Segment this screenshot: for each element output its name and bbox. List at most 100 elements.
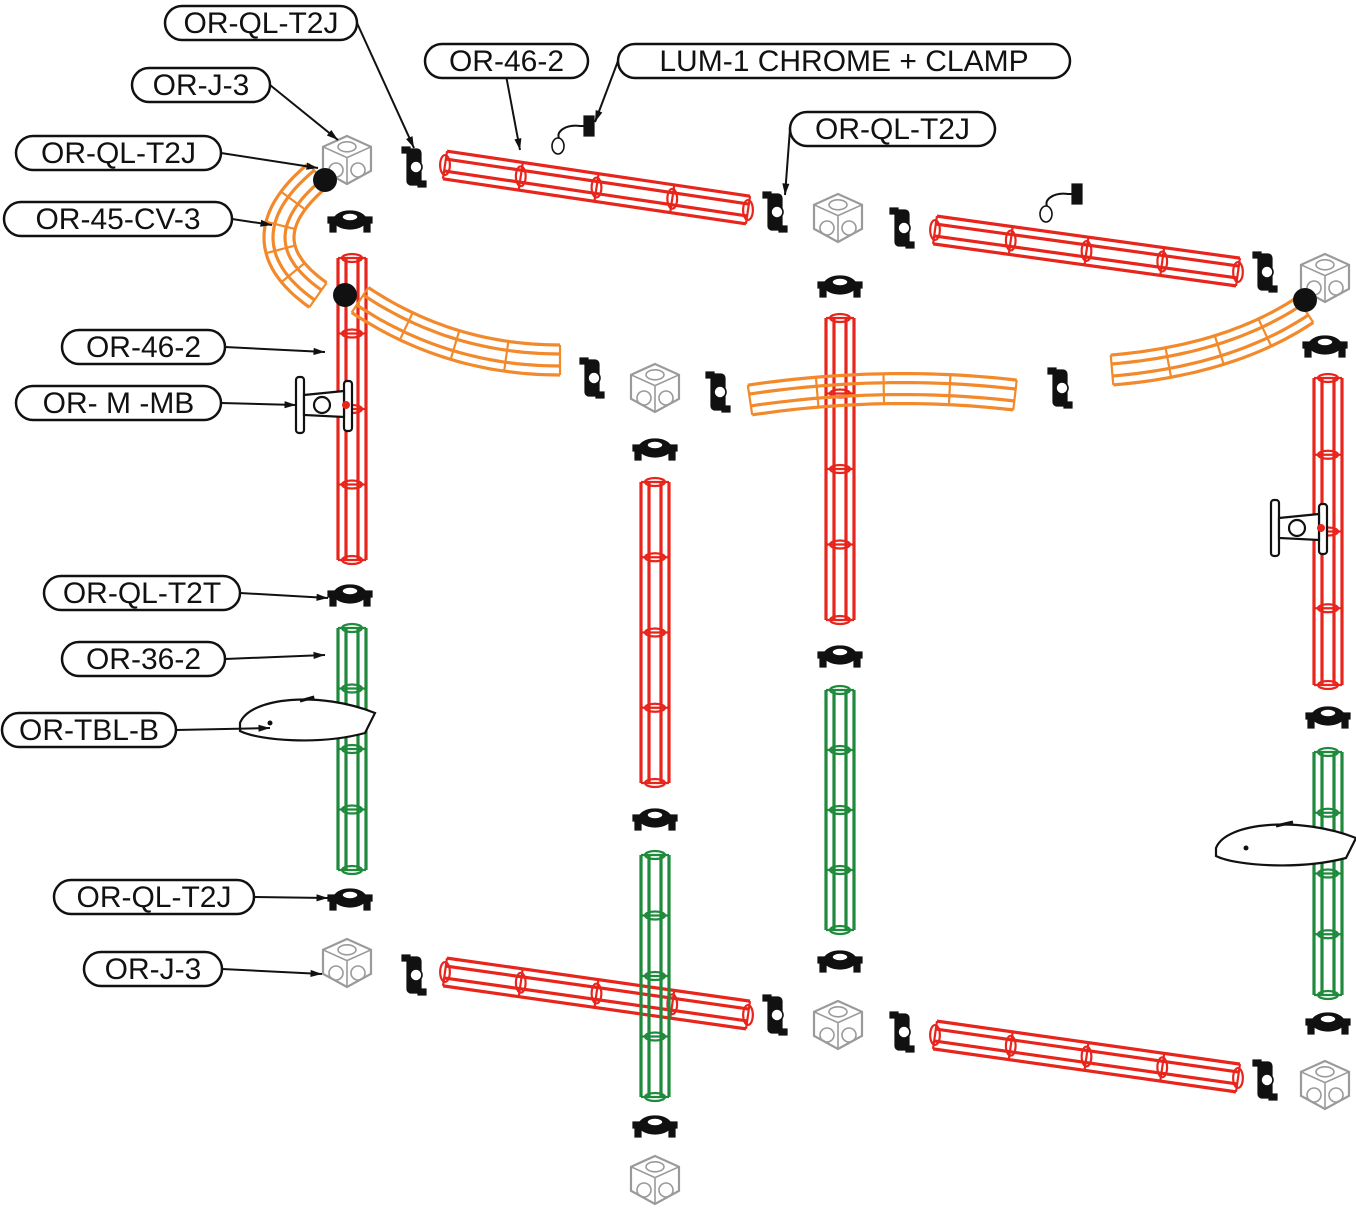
truss-red-bottom-left: [439, 956, 754, 1031]
connector-cube-tl-below: [327, 210, 373, 233]
cube-bottom-center: [812, 999, 864, 1051]
callout-box: [60, 640, 227, 678]
connector-top-4: [1252, 251, 1278, 293]
connector-bottom-4: [1252, 1059, 1278, 1101]
leader-arrowhead: [306, 162, 318, 170]
connector-bottom-3: [889, 1011, 915, 1053]
callout-label: OR-46-2: [449, 45, 564, 78]
connector-cube-tr-below: [1302, 335, 1348, 358]
callout-label: OR-36-2: [86, 643, 201, 676]
leader-arrowhead: [406, 136, 414, 148]
leader-line: [175, 727, 271, 731]
leader-line: [220, 152, 319, 169]
connector-right-mid: [1305, 706, 1351, 729]
truss-red-top-rear-right: [929, 214, 1244, 288]
callout-label: OR-QL-T2J: [41, 137, 196, 170]
leader-line: [505, 77, 521, 151]
callout-ql-t2t: OR-QL-T2T: [42, 574, 329, 612]
cube-bottom-front: [629, 1154, 681, 1206]
callout-box: [2, 200, 234, 238]
truss-red-bottom-right: [929, 1019, 1244, 1094]
truss-red-top-rear-left: [439, 149, 754, 226]
monitor-mount-left: [294, 375, 354, 435]
luminaire-top-right: [1039, 183, 1083, 223]
leader-line: [253, 896, 329, 899]
leader-line: [239, 592, 329, 599]
callout-label: OR-45-CV-3: [35, 203, 200, 236]
callout-46-2-left: OR-46-2: [60, 328, 326, 366]
hub-top-left: [313, 168, 337, 192]
connector-mid-3: [1047, 367, 1073, 409]
callout-box: [616, 42, 1072, 80]
table-left: [238, 695, 377, 742]
callout-label: OR-J-3: [153, 69, 250, 102]
callout-layer: OR-QL-T2J OR-46-2 LUM-1 CHROME + CLAMP OR-J…: [0, 4, 1072, 988]
leader-arrowhead: [284, 401, 296, 409]
leader-line: [224, 346, 326, 353]
leader-arrowhead: [514, 138, 522, 150]
truss-orange-curve-left: [350, 286, 562, 377]
cube-top-right: [1299, 252, 1351, 304]
cube-bottom-right: [1299, 1059, 1351, 1111]
callout-box: [423, 42, 590, 80]
connector-left-mid: [327, 584, 373, 607]
monitor-mount-right: [1269, 498, 1329, 558]
connector-center-mid: [632, 808, 678, 831]
parts-layer: [238, 115, 1356, 1206]
leader-line: [221, 968, 323, 975]
callout-box: [82, 950, 224, 988]
callout-ql-t2j-bottom: OR-QL-T2J: [52, 878, 329, 916]
luminaire-top-left: [551, 115, 595, 155]
callout-box: [60, 328, 227, 366]
callout-45-cv-3: OR-45-CV-3: [2, 200, 273, 238]
callout-lum-1: LUM-1 CHROME + CLAMP: [594, 42, 1072, 123]
callout-label: LUM-1 CHROME + CLAMP: [659, 45, 1028, 78]
callout-box: [130, 66, 272, 104]
connector-rear-bottom: [817, 950, 863, 973]
connector-top-3: [889, 207, 915, 249]
cube-bottom-left: [321, 937, 373, 989]
leader-arrowhead: [316, 593, 328, 601]
connector-top-2: [762, 191, 788, 233]
connector-mid-1: [579, 357, 605, 399]
callout-label: OR- M -MB: [43, 387, 195, 420]
leader-line: [220, 402, 297, 406]
callout-label: OR-TBL-B: [19, 714, 159, 747]
table-right: [1214, 820, 1356, 867]
truss-orange-curve-center: [746, 372, 1018, 417]
connector-top-1: [401, 146, 427, 188]
truss-green-center-upright: [639, 849, 671, 1103]
callout-box: [14, 384, 223, 422]
truss-orange-curve-left-vertical: [262, 162, 329, 309]
callout-top-ql-t2j: OR-QL-T2J: [163, 4, 415, 149]
callout-j-3-top: OR-J-3: [130, 66, 339, 141]
callout-box: [0, 711, 178, 749]
cube-top-left: [321, 134, 373, 186]
hub-left-mid: [333, 283, 357, 307]
leader-arrowhead: [313, 651, 325, 660]
connector-cube-tc-below: [817, 275, 863, 298]
leader-arrowhead: [595, 110, 603, 122]
connector-right-bottom: [1305, 1012, 1351, 1035]
callout-label: OR-QL-T2J: [76, 881, 231, 914]
leader-line: [224, 654, 326, 660]
cube-mid-center: [629, 362, 681, 414]
cube-top-center: [812, 192, 864, 244]
leader-line: [356, 22, 415, 149]
callout-36-2: OR-36-2: [60, 640, 326, 678]
callout-ql-t2j-right: OR-QL-T2J: [782, 110, 997, 196]
callout-box: [52, 878, 256, 916]
callout-m-mb: OR- M -MB: [14, 384, 297, 422]
leader-line: [269, 84, 339, 141]
connector-mid-center-below: [632, 438, 678, 461]
hub-right: [1293, 288, 1317, 312]
leader-arrowhead: [316, 894, 328, 902]
connector-left-bottom: [327, 888, 373, 911]
callout-box: [163, 4, 359, 42]
callout-label: OR-46-2: [86, 331, 201, 364]
connector-bottom-1: [401, 954, 427, 996]
callout-label: OR-J-3: [105, 953, 202, 986]
callout-label: OR-QL-T2J: [815, 113, 970, 146]
callout-label: OR-QL-T2J: [183, 7, 338, 40]
